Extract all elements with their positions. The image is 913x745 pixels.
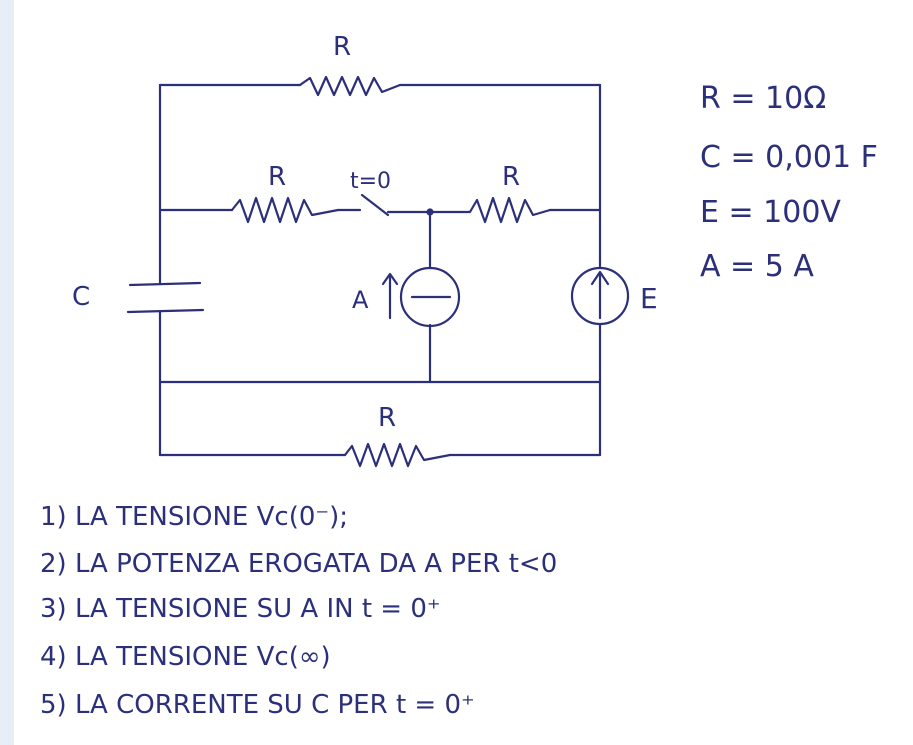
question-2: 2) LA POTENZA EROGATA DA A PER t<0 (40, 549, 557, 579)
question-4: 4) LA TENSIONE Vc(∞) (40, 642, 331, 672)
label-current-source: A (352, 286, 369, 314)
value-c: C = 0,001 F (700, 140, 878, 175)
label-switch: t=0 (350, 169, 391, 194)
label-voltage-source: E (640, 282, 658, 315)
current-source (381, 266, 461, 328)
wires (158, 83, 602, 457)
label-r-mid-left: R (268, 162, 286, 192)
question-5: 5) LA CORRENTE SU C PER t = 0⁺ (40, 690, 475, 720)
question-1: 1) LA TENSIONE Vc(0⁻); (40, 502, 348, 532)
label-r-top: R (333, 32, 351, 62)
capacitor (126, 281, 205, 314)
value-a: A = 5 A (700, 249, 814, 284)
label-capacitor: C (72, 282, 90, 312)
question-3: 3) LA TENSIONE SU A IN t = 0⁺ (40, 594, 441, 624)
resistor-mid-right (448, 196, 552, 224)
voltage-source (570, 266, 630, 326)
value-r: R = 10Ω (700, 81, 826, 116)
label-r-mid-right: R (502, 162, 520, 192)
resistor-mid-left (230, 196, 340, 224)
resistor-top (298, 75, 402, 97)
resistor-bottom (343, 442, 452, 468)
value-e: E = 100V (700, 195, 841, 230)
switch-blade (360, 193, 390, 217)
switch (353, 193, 434, 217)
junction-node (426, 208, 434, 216)
label-r-bottom: R (378, 403, 396, 433)
left-margin-strip (0, 0, 14, 745)
